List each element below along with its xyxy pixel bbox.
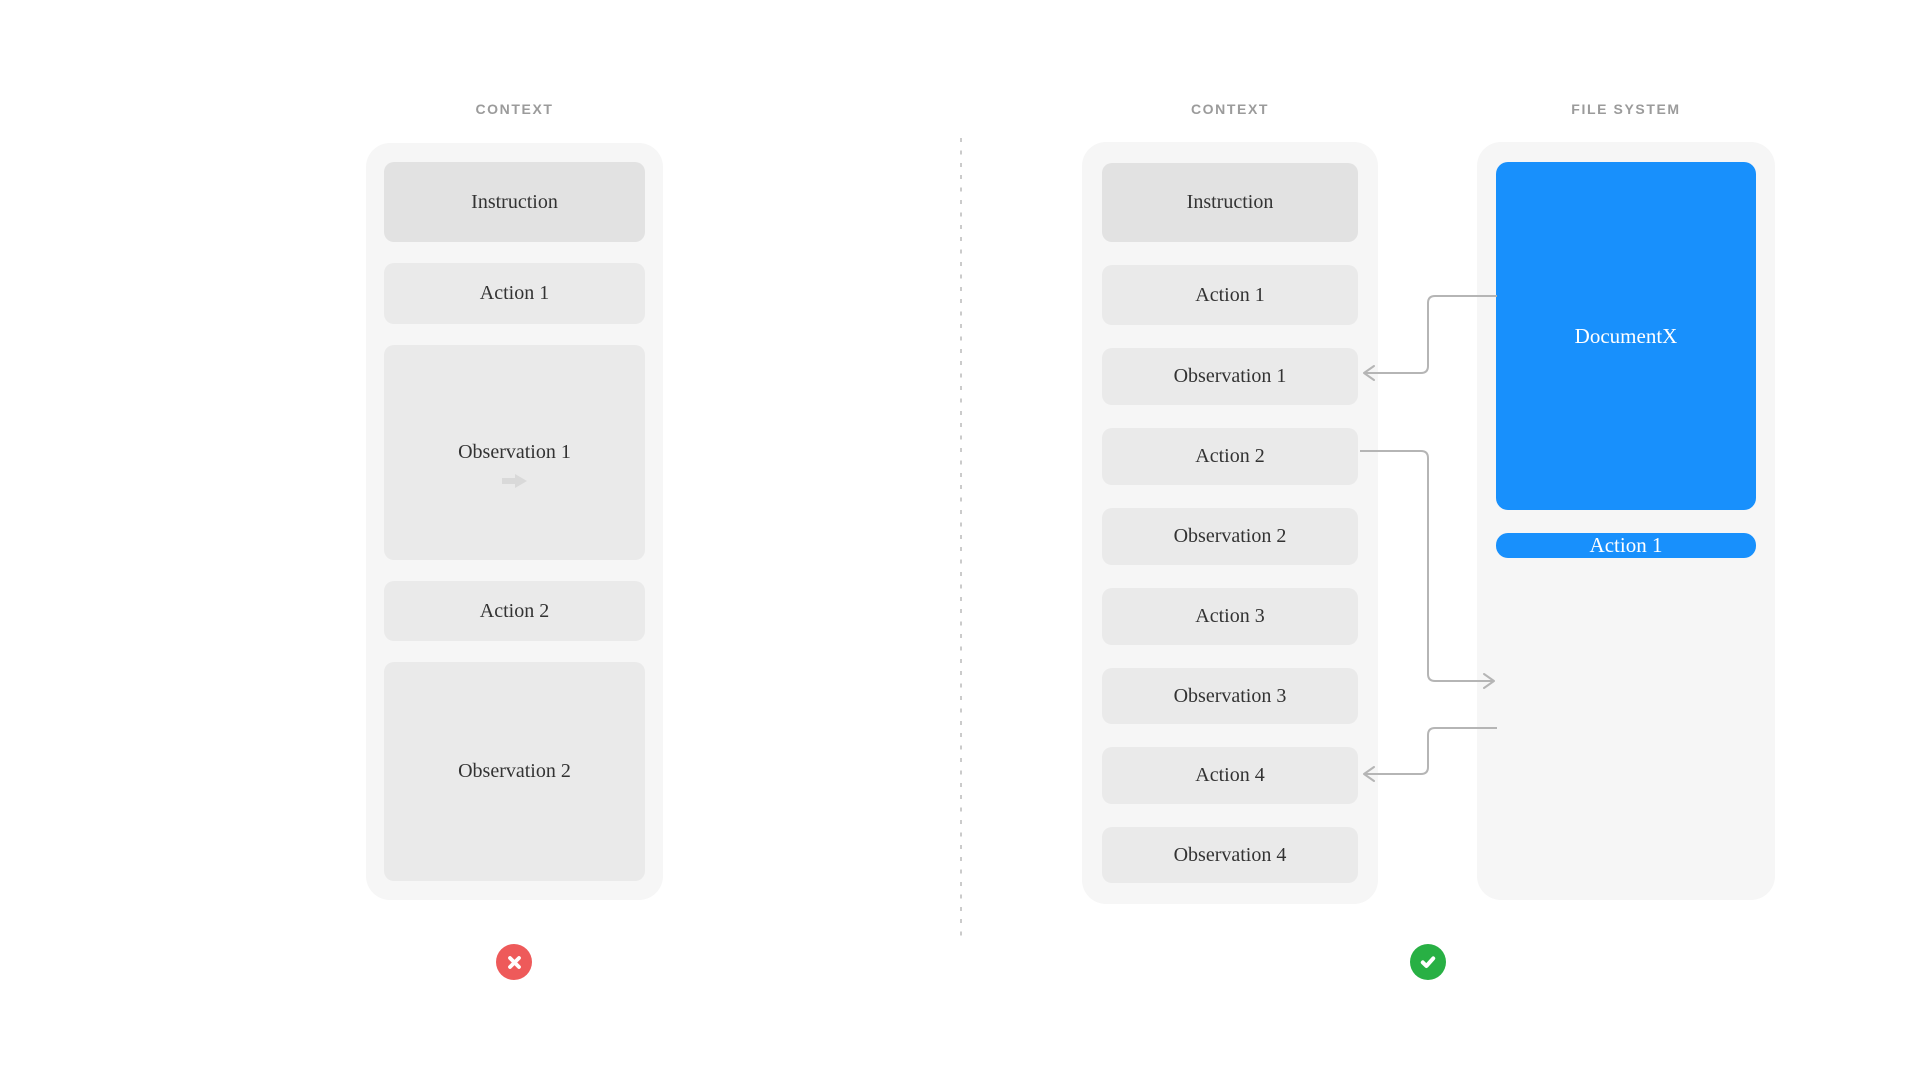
box-label: Action 4 — [1195, 764, 1265, 786]
check-icon — [1420, 956, 1436, 968]
left-context-label: CONTEXT — [475, 101, 554, 117]
right-context-panel: Instruction Action 1 Observation 1 Actio… — [1082, 142, 1378, 904]
left-context-panel: Instruction Action 1 Observation 1 Actio… — [366, 143, 663, 900]
box-label: Observation 2 — [1173, 525, 1287, 547]
file-box-action-1: Action 1 — [1496, 533, 1756, 558]
left-box-observation-1: Observation 1 — [384, 345, 645, 560]
box-label: Observation 2 — [458, 760, 571, 782]
file-label: Action 1 — [1589, 533, 1663, 557]
right-box-observation-1: Observation 1 — [1102, 348, 1358, 405]
box-label: Action 2 — [479, 599, 550, 622]
right-box-action-4: Action 4 — [1102, 747, 1358, 804]
box-label: Observation 4 — [1173, 843, 1287, 866]
right-box-observation-3: Observation 3 — [1102, 668, 1358, 724]
left-box-observation-2: Observation 2 — [384, 662, 645, 881]
box-label: Instruction — [471, 190, 558, 213]
right-context-label: CONTEXT — [1190, 101, 1270, 117]
fail-status-badge — [496, 944, 532, 980]
arrow-right-icon — [501, 473, 527, 488]
right-box-action-1: Action 1 — [1102, 265, 1358, 325]
box-label: Action 1 — [1195, 283, 1265, 306]
file-label: DocumentX — [1574, 323, 1678, 348]
file-system-panel: DocumentX Action 1 — [1477, 142, 1775, 900]
file-system-label: FILE SYSTEM — [1571, 101, 1681, 117]
file-box-documentx: DocumentX — [1496, 162, 1756, 510]
box-label: Observation 3 — [1173, 684, 1287, 707]
box-label: Observation 1 — [458, 441, 571, 463]
right-box-observation-4: Observation 4 — [1102, 827, 1358, 883]
right-box-instruction: Instruction — [1102, 163, 1358, 242]
left-box-action-2: Action 2 — [384, 581, 645, 641]
x-icon — [507, 955, 521, 969]
box-label: Action 3 — [1195, 605, 1265, 627]
left-box-instruction: Instruction — [384, 162, 645, 242]
right-box-observation-2: Observation 2 — [1102, 508, 1358, 565]
pass-status-badge — [1410, 944, 1446, 980]
right-box-action-2: Action 2 — [1102, 428, 1358, 485]
dotted-divider — [960, 138, 962, 940]
box-label: Instruction — [1186, 191, 1274, 213]
box-label: Action 2 — [1195, 445, 1265, 467]
connector-action2-to-file-action1 — [1360, 450, 1495, 689]
box-label: Observation 1 — [1173, 365, 1287, 387]
right-box-action-3: Action 3 — [1102, 588, 1358, 645]
box-label: Action 1 — [479, 282, 550, 304]
left-box-action-1: Action 1 — [384, 263, 645, 324]
